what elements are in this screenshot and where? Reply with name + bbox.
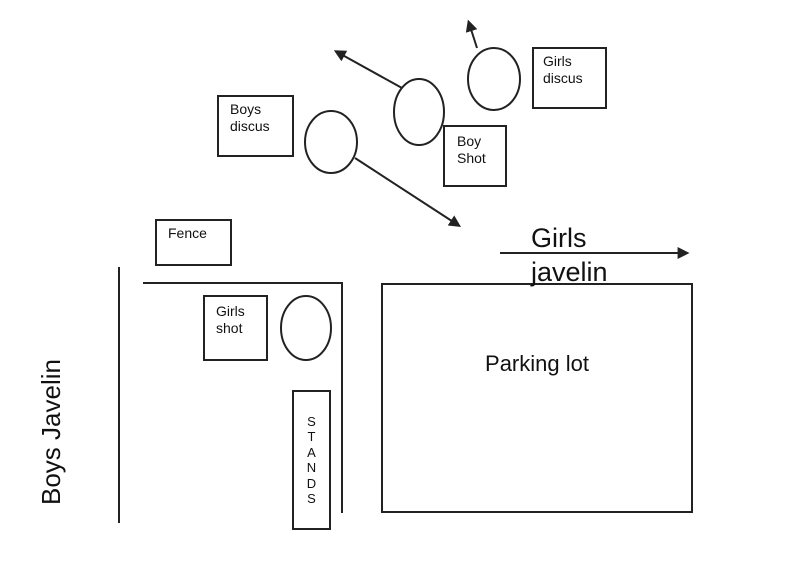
throw-arrow-up-left — [333, 50, 403, 89]
boys-javelin-label: Boys Javelin — [36, 359, 66, 505]
girls-shot-label-box: Girls shot — [203, 295, 268, 361]
fence-label-box: Fence — [155, 219, 232, 266]
girls-discus-ring — [467, 47, 521, 111]
boy-shot-ring — [393, 78, 445, 146]
stands-label: STANDS — [306, 413, 317, 507]
throw-arrow-up — [465, 19, 478, 49]
parking-lot-box: Parking lot — [381, 283, 693, 513]
boys-discus-label-box: Boys discus — [217, 95, 294, 157]
girls-javelin-label: Girls javelin — [531, 223, 608, 287]
girls-discus-label-box: Girls discus — [532, 47, 607, 109]
girls-shot-ring — [280, 295, 332, 361]
boy-shot-label-box: Boy Shot — [443, 125, 507, 187]
boys-discus-ring — [304, 110, 358, 174]
stands-box: STANDS — [292, 390, 331, 530]
